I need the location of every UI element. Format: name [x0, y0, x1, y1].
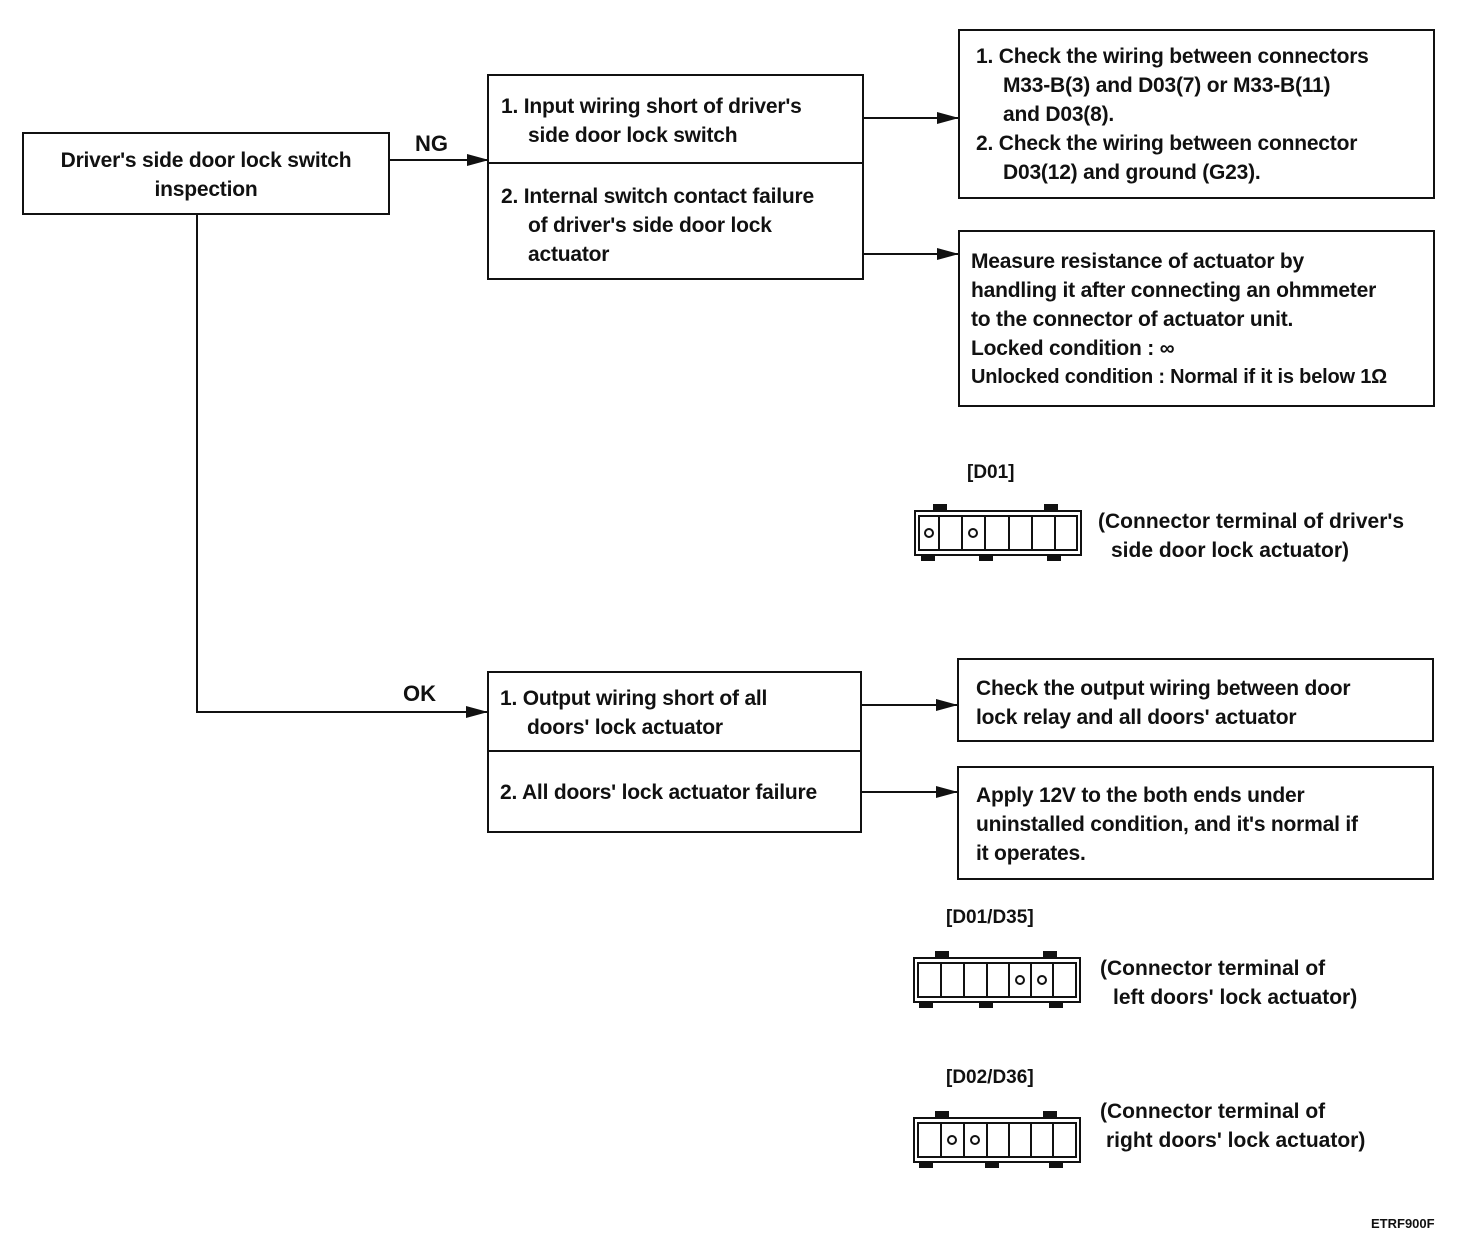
ng-action-2-line-5: Unlocked condition : Normal if it is bel…	[971, 366, 1387, 388]
ok-action-2-box: Apply 12V to the both ends under uninsta…	[957, 766, 1434, 880]
ng-action-1-line-3: and D03(8).	[1003, 103, 1114, 126]
ok-action-1-line-2: lock relay and all doors' actuator	[976, 706, 1297, 729]
ng-cause-2-line-1: 2. Internal switch contact failure	[501, 185, 814, 208]
ok-action-2-line-2: uninstalled condition, and it's normal i…	[976, 813, 1358, 836]
ng-action-1-line-1: 1. Check the wiring between connectors	[976, 45, 1369, 68]
ok-label: OK	[403, 681, 436, 706]
ok-action-1-box: Check the output wiring between door loc…	[957, 658, 1434, 742]
ng-cause-2-line-2: of driver's side door lock	[528, 214, 772, 237]
ok-cause-2-line-1: 2. All doors' lock actuator failure	[500, 781, 817, 804]
connector-d01-d35-caption-line-1: (Connector terminal of	[1100, 957, 1326, 980]
connector-d01-tag: [D01]	[967, 462, 1015, 483]
connector-d01-caption-line-2: side door lock actuator)	[1111, 539, 1350, 562]
ng-action-1-line-4: 2. Check the wiring between connector	[976, 132, 1358, 155]
connector-d02-d36-caption: (Connector terminal of right doors' lock…	[1100, 1097, 1365, 1155]
ok-cause-1-line-1: 1. Output wiring short of all	[500, 687, 768, 710]
ok-cause-2: 2. All doors' lock actuator failure	[489, 752, 860, 807]
ok-arrow	[196, 214, 488, 718]
ng-action-2-line-2: handling it after connecting an ohmmeter	[971, 279, 1377, 302]
ng-action-2-line-4: Locked condition : ∞	[971, 337, 1175, 360]
ng-label: NG	[415, 131, 448, 156]
ok-action-1-line-1: Check the output wiring between door	[976, 677, 1351, 700]
ng-action-1-line-2: M33-B(3) and D03(7) or M33-B(11)	[1003, 74, 1331, 97]
ok-causes-box: 1. Output wiring short of all doors' loc…	[487, 671, 862, 833]
ng-action-2-line-1: Measure resistance of actuator by	[971, 250, 1305, 273]
connector-d02-d36-caption-line-1: (Connector terminal of	[1100, 1100, 1326, 1123]
connector-d01-d35-caption-line-2: left doors' lock actuator)	[1113, 986, 1358, 1009]
connector-d02-d36-tag: [D02/D36]	[946, 1067, 1034, 1088]
start-line-2: inspection	[154, 178, 258, 201]
ng-action-2-box: Measure resistance of actuator by handli…	[958, 230, 1435, 407]
connector-d01-caption: (Connector terminal of driver's side doo…	[1098, 507, 1404, 565]
figure-code: ETRF900F	[1371, 1216, 1435, 1231]
ng-cause-2-line-3: actuator	[528, 243, 610, 266]
connector-d01-caption-line-1: (Connector terminal of driver's	[1098, 510, 1405, 533]
ng-cause-1-line-1: 1. Input wiring short of driver's	[501, 95, 802, 118]
ok-action-2-line-3: it operates.	[976, 842, 1086, 865]
ng-cause-1-line-2: side door lock switch	[528, 124, 738, 147]
ng-causes-box: 1. Input wiring short of driver's side d…	[487, 74, 864, 280]
start-inspection-box: Driver's side door lock switch inspectio…	[22, 132, 390, 215]
connector-d01-d35-tag: [D01/D35]	[946, 907, 1034, 928]
ng-action-1-line-5: D03(12) and ground (G23).	[1003, 161, 1261, 184]
connector-d01-icon	[914, 504, 1082, 561]
connector-d02-d36-icon	[913, 1111, 1081, 1168]
ng-action-2-line-3: to the connector of actuator unit.	[971, 308, 1294, 331]
connector-d01-d35-caption: (Connector terminal of left doors' lock …	[1100, 954, 1357, 1012]
connector-d02-d36-caption-line-2: right doors' lock actuator)	[1106, 1129, 1366, 1152]
ng-cause-2: 2. Internal switch contact failure of dr…	[489, 164, 862, 269]
ok-action-2-line-1: Apply 12V to the both ends under	[976, 784, 1305, 807]
ok-cause-1-line-2: doors' lock actuator	[527, 716, 723, 739]
ok-cause-1: 1. Output wiring short of all doors' loc…	[489, 673, 860, 752]
start-line-1: Driver's side door lock switch	[60, 149, 352, 172]
ng-cause-1: 1. Input wiring short of driver's side d…	[489, 76, 862, 164]
ng-action-1-box: 1. Check the wiring between connectors M…	[958, 29, 1435, 199]
connector-d01-d35-icon	[913, 951, 1081, 1008]
